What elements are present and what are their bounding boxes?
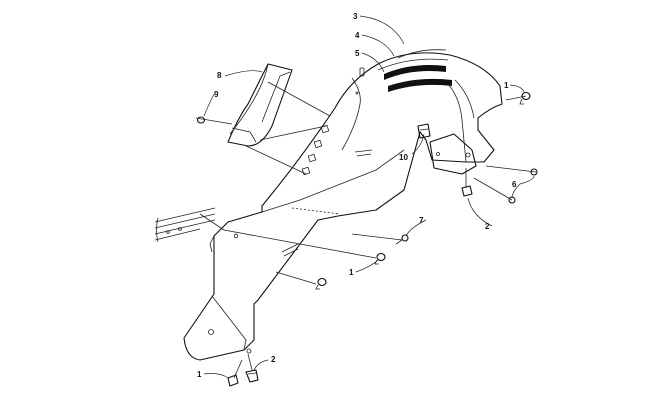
rear-mud-flap bbox=[183, 52, 503, 361]
decal-stripes bbox=[377, 49, 452, 92]
callout-2-right: 2 bbox=[485, 222, 490, 231]
push-rivet-bottom bbox=[227, 374, 239, 387]
callout-1-bottom: 1 bbox=[197, 370, 202, 379]
washer-9 bbox=[196, 116, 206, 124]
callout-8: 8 bbox=[217, 71, 222, 80]
bracket-10 bbox=[417, 123, 431, 139]
callout-1-top: 1 bbox=[504, 81, 509, 90]
frame-rails bbox=[154, 207, 216, 243]
push-nut-right bbox=[461, 185, 473, 197]
clip-bottom bbox=[245, 369, 259, 383]
callout-1-mid: 1 bbox=[349, 268, 354, 277]
callout-labels: 3 4 5 8 9 1 10 6 2 7 1 2 1 bbox=[197, 12, 517, 379]
flap-slots bbox=[301, 124, 330, 176]
part-8-reflector bbox=[227, 63, 293, 147]
push-rivet-top bbox=[519, 91, 531, 105]
callout-10: 10 bbox=[399, 153, 408, 162]
callout-7: 7 bbox=[419, 216, 424, 225]
assembly-lines bbox=[195, 81, 537, 379]
callout-3: 3 bbox=[353, 12, 358, 21]
screw-7 bbox=[395, 234, 409, 245]
callout-9: 9 bbox=[214, 90, 219, 99]
callout-5: 5 bbox=[355, 49, 360, 58]
callout-4: 4 bbox=[355, 31, 360, 40]
leader-lines bbox=[203, 15, 535, 379]
push-rivet-mid bbox=[315, 252, 386, 290]
callout-2-bottom: 2 bbox=[271, 355, 276, 364]
callout-6: 6 bbox=[512, 180, 517, 189]
fender-bracket bbox=[429, 133, 477, 175]
